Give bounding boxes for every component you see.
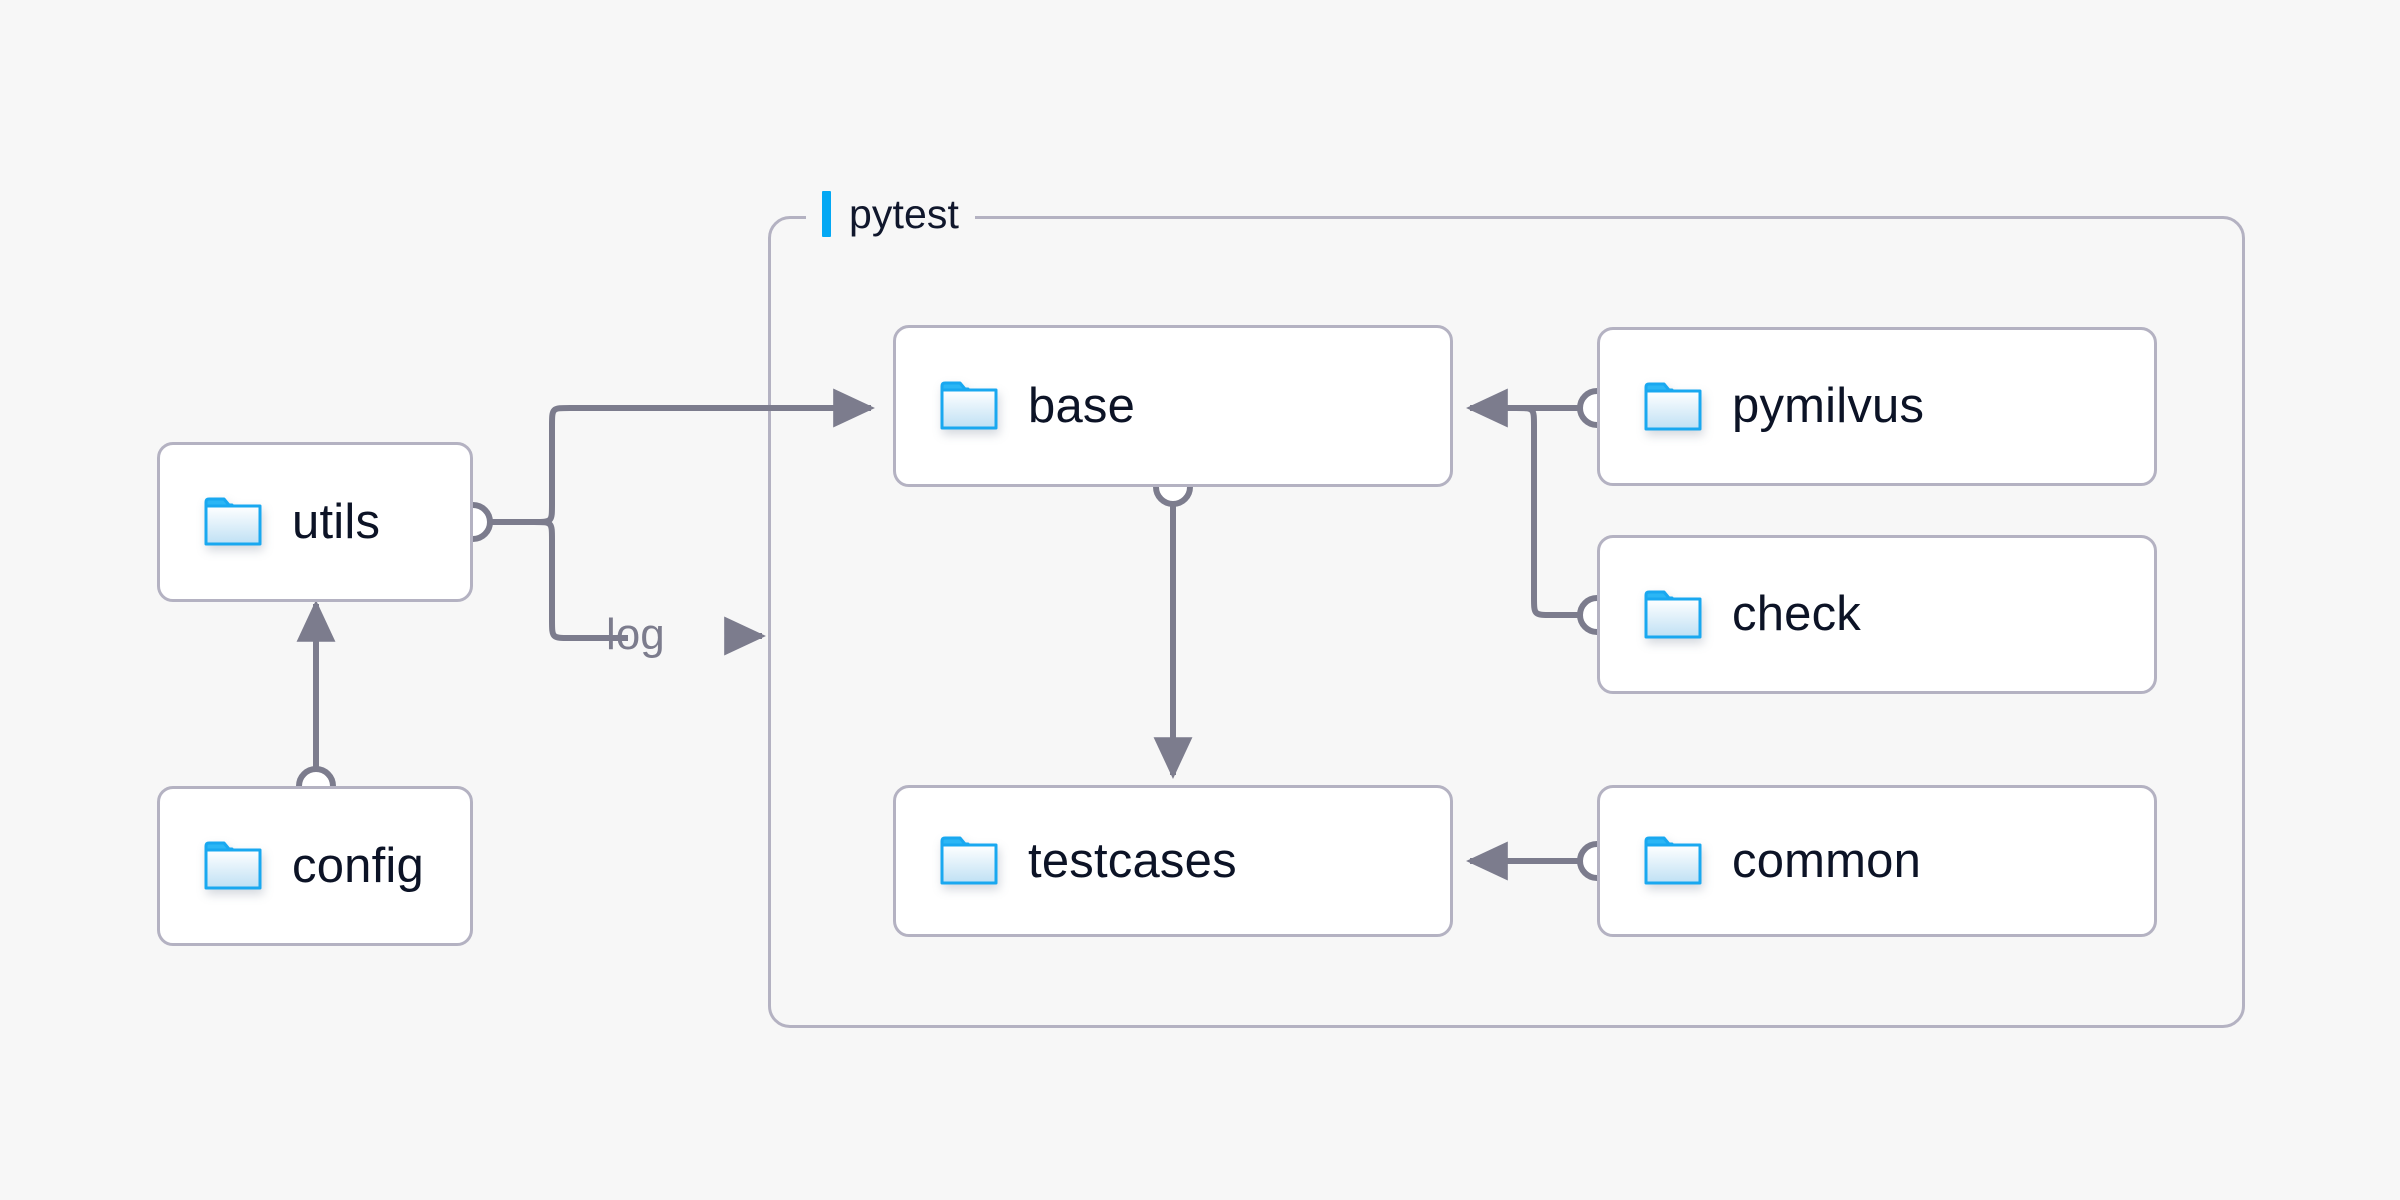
node-label: utils xyxy=(292,494,381,549)
group-pytest-label: pytest xyxy=(806,186,975,242)
node-label: base xyxy=(1028,378,1136,433)
accent-bar-icon xyxy=(822,191,831,237)
group-pytest-box[interactable] xyxy=(768,216,2245,1028)
node-label: check xyxy=(1732,587,1862,641)
node-base[interactable]: base xyxy=(893,325,1453,487)
edge-label-log: log xyxy=(606,610,665,659)
folder-icon xyxy=(1644,590,1702,640)
folder-icon xyxy=(1644,382,1702,432)
node-label: pymilvus xyxy=(1732,379,1925,433)
folder-icon xyxy=(204,497,262,547)
folder-icon xyxy=(204,841,262,891)
node-utils[interactable]: utils xyxy=(157,442,473,602)
node-pymilvus[interactable]: pymilvus xyxy=(1597,327,2157,486)
node-common[interactable]: common xyxy=(1597,785,2157,937)
folder-icon xyxy=(940,836,998,886)
node-label: config xyxy=(292,838,424,893)
group-title: pytest xyxy=(849,190,959,237)
folder-icon xyxy=(940,381,998,431)
node-label: testcases xyxy=(1028,833,1237,888)
node-label: common xyxy=(1732,833,1922,888)
folder-icon xyxy=(1644,836,1702,886)
node-config[interactable]: config xyxy=(157,786,473,946)
node-testcases[interactable]: testcases xyxy=(893,785,1453,937)
edge-config-to-utils xyxy=(296,600,336,806)
node-check[interactable]: check xyxy=(1597,535,2157,694)
